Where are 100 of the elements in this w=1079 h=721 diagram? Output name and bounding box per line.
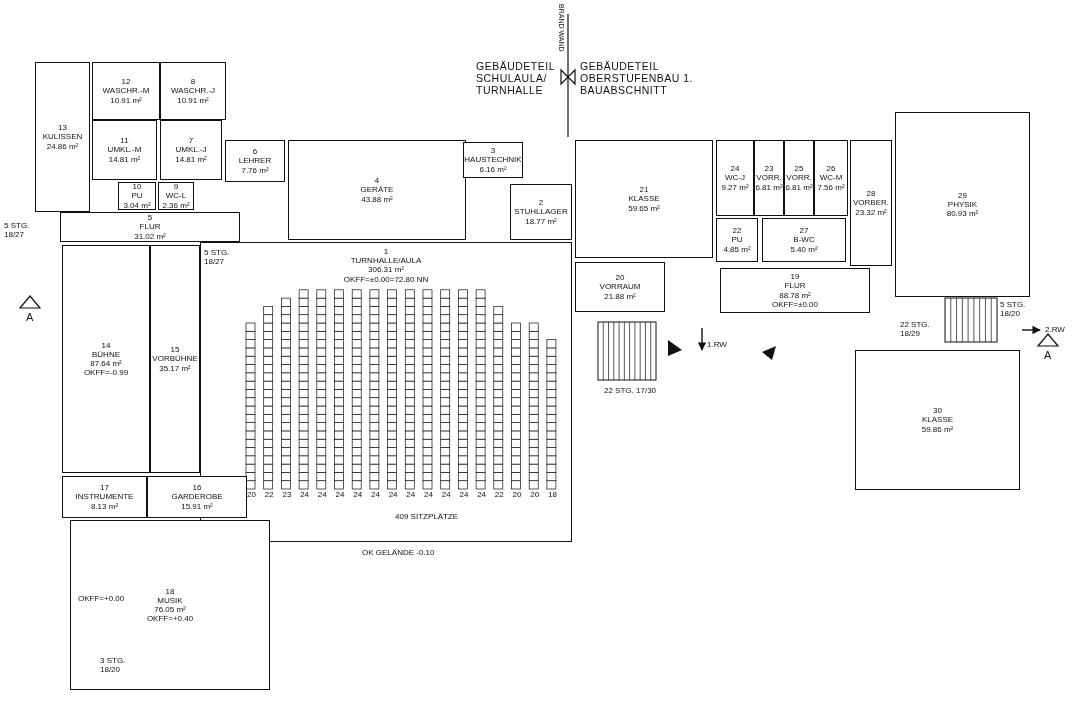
room-area: 80.93 m² [946,209,979,219]
stair-note: 22 STG. 18/29 [900,320,931,339]
row-seat-count: 24 [352,490,364,500]
row-seat-count: 24 [334,490,346,500]
row-seat-count: 24 [387,490,399,500]
row-seat-count: 22 [493,490,505,500]
section-mark-label: A [26,311,34,324]
room-number: 12 [121,77,131,87]
stair-note: 3 STG. 18/20 [100,656,127,675]
room-name: GARDEROBE [171,492,223,502]
room-area: 7.76 m² [241,165,269,175]
room-name: WASCHR.-M [102,86,150,96]
room-area: 88.78 m² [779,290,811,300]
room-number: 26 [826,164,836,174]
room-name: HAUSTECHNIK [464,155,522,165]
room-area: 6.81 m² [755,182,783,192]
room-area: 9.27 m² [721,182,749,192]
room-name: UMKL.-M [107,145,142,155]
row-seat-count: 20 [529,490,541,500]
room-outline [716,218,758,262]
room-area: 306.31 m² [368,265,404,275]
room-area: 43.88 m² [361,194,393,204]
room-area: 31.02 m² [134,231,166,241]
room-area: 23.32 m² [855,207,887,217]
room-number: 10 [132,182,142,192]
row-seat-count: 24 [440,490,452,500]
room-number: 30 [933,406,942,416]
room-area: 18.77 m² [525,216,557,226]
room-number: 29 [958,190,967,200]
room-outline [92,62,160,120]
floor-level-note: OKFF=±0.00 [772,299,818,309]
room-outline [150,245,200,473]
row-seat-count: 24 [316,490,328,500]
room-name: UMKL.-J [175,145,207,155]
room-name: FLUR [784,281,806,291]
room-outline [575,140,713,258]
room-area: 10.91 m² [177,95,209,105]
row-seat-count: 18 [546,490,558,500]
room-number: 24 [730,164,740,174]
room-outline [60,212,240,242]
floor-level-note: OKFF=±0.00=72.80 NN [343,274,429,284]
room-number: 9 [173,182,179,192]
room-number: 22 [732,226,742,236]
room-outline [814,140,848,216]
room-number: 17 [100,483,109,493]
room-area: 14.81 m² [108,154,141,164]
room-outline [762,218,846,262]
room-number: 2 [538,198,544,208]
escape-route-label: 1.RW [707,340,727,350]
room-area: 24.86 m² [46,141,79,151]
room-name: BÜHNE [92,349,120,359]
room-area: 59.86 m² [921,424,954,434]
room-outline [510,184,572,240]
room-outline [575,262,665,312]
row-seat-count: 20 [511,490,523,500]
stair-note: 5 STG. 18/27 [4,221,31,240]
room-outline [288,140,466,240]
room-name: INSTRUMENTE [75,492,134,502]
room-number: 3 [490,146,496,156]
stair-note: 5 STG. 18/27 [204,248,231,267]
room-area: 2.36 m² [162,200,190,210]
room-outline [895,112,1030,297]
room-name: GERÄTE [360,185,394,195]
building-part-label: GEBÄUDETEIL SCHULAULA/ TURNHALLE [476,60,556,97]
room-outline [35,62,90,212]
room-name: KULISSEN [42,132,83,142]
section-mark-label: A [1044,349,1052,362]
room-outline [716,140,754,216]
room-name: KLASSE [921,415,954,425]
room-area: 14.81 m² [175,154,207,164]
room-name: VORR. [786,173,812,183]
room-number: 6 [252,147,258,157]
room-area: 35.17 m² [159,363,191,373]
room-name: WC-M [819,173,843,183]
room-area: 21.88 m² [604,291,636,301]
room-name: PHYSIK [947,199,978,210]
room-outline [225,140,285,182]
room-name: WC-L [165,191,187,201]
room-name: PU [131,191,143,201]
row-seat-count: 24 [369,490,381,500]
room-outline [158,182,194,210]
room-number: 14 [101,340,111,350]
room-name: MUSIK [157,595,183,605]
room-number: 16 [192,483,202,493]
room-outline [92,120,157,180]
room-number: 20 [615,273,625,283]
seat-count-label: 409 SITZPLÄTZE [395,512,459,522]
room-name: VORBÜHNE [152,354,198,364]
room-outline [62,245,150,473]
room-number: 8 [190,77,196,87]
room-number: 13 [58,123,67,133]
room-area: 7.56 m² [817,182,845,192]
room-number: 5 [147,213,153,223]
room-name: FLUR [139,222,161,232]
row-seat-count: 24 [299,490,311,500]
room-area: 4.85 m² [723,244,751,254]
room-outline [720,268,870,313]
room-name: WC-J [725,173,745,183]
room-number: 4 [374,176,380,186]
room-outline [70,520,270,690]
